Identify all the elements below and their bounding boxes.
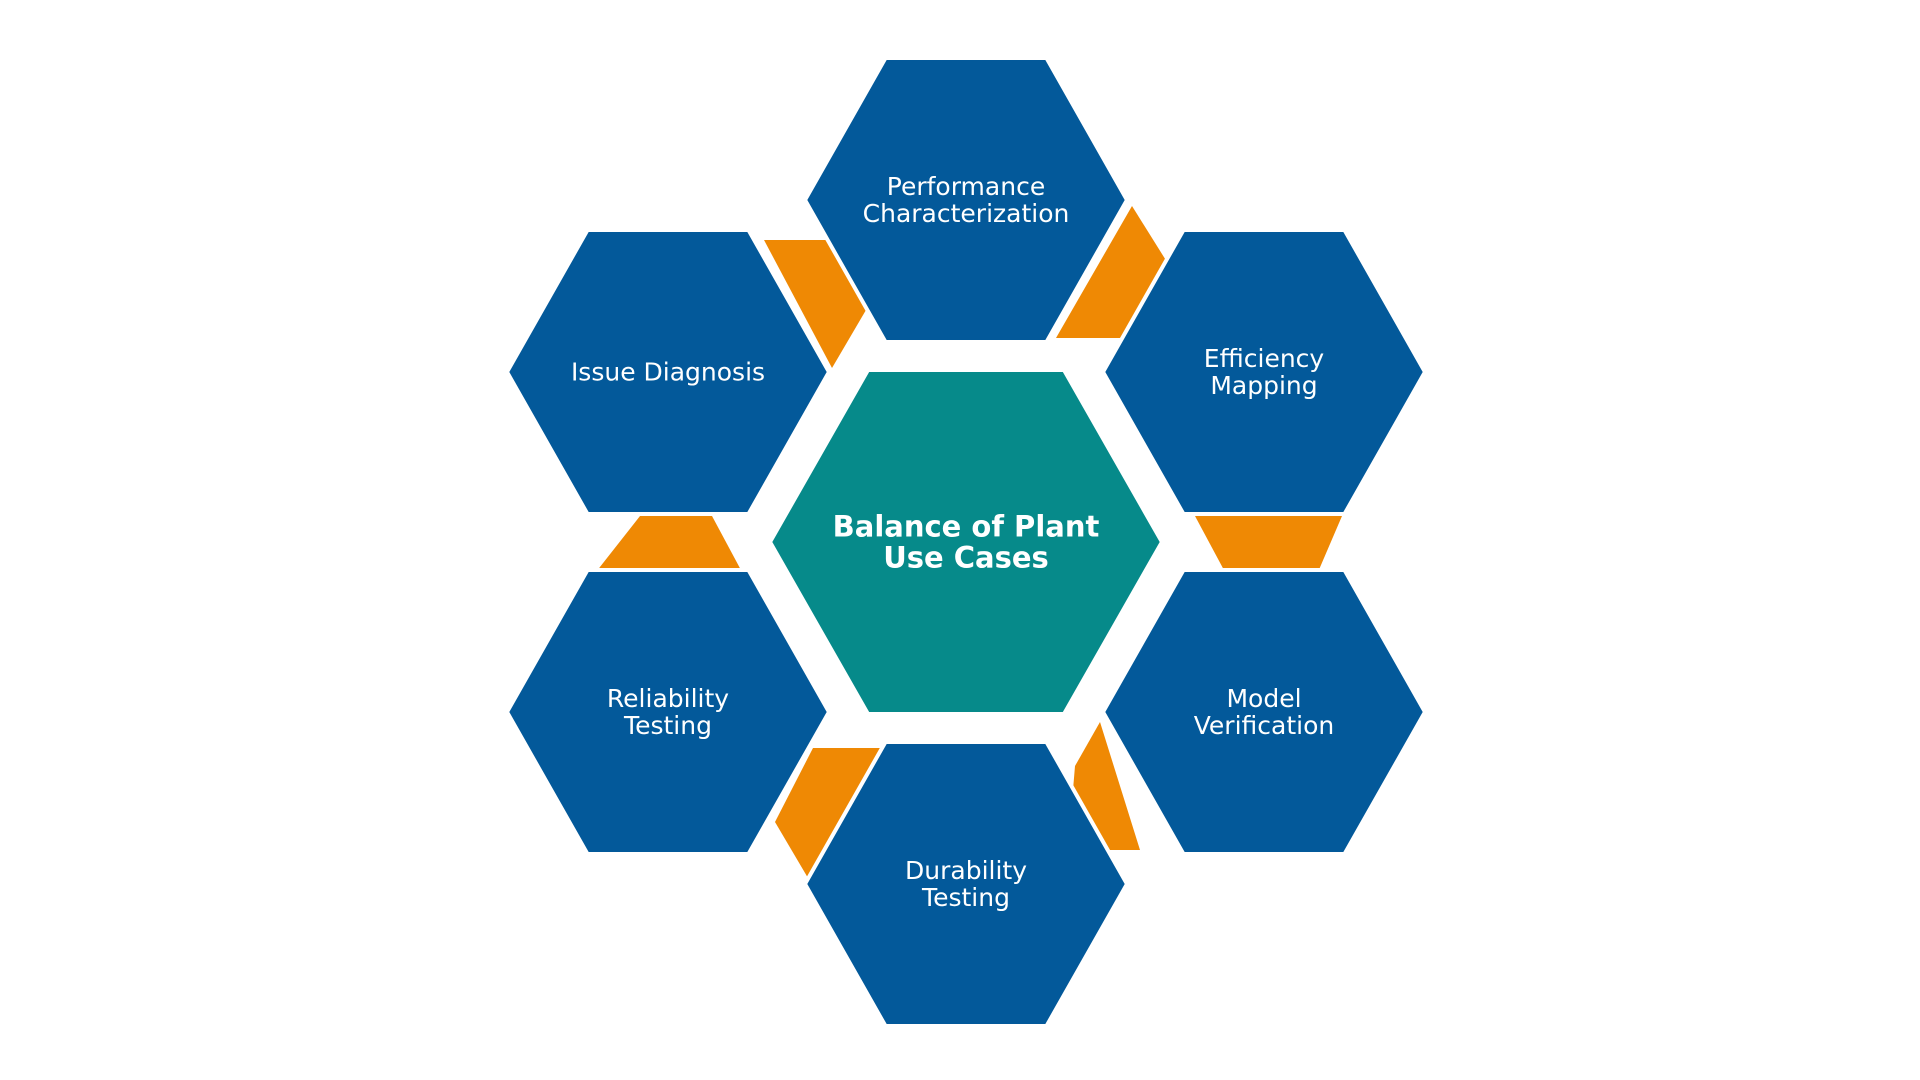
hexagon-label-performance-characterization-line-1: Performance [887, 172, 1045, 201]
connector-reliability-to-issue [596, 516, 742, 572]
hexagon-label-performance-characterization-line-2: Characterization [863, 199, 1070, 228]
connector-issue-to-performance [764, 240, 866, 368]
hexagon-label-durability-testing-line-1: Durability [905, 856, 1027, 885]
hexagon-label-reliability-testing-line-1: Reliability [607, 684, 729, 713]
hexagon-shape-model-verification [1100, 568, 1428, 856]
hexagon-label-model-verification-line-2: Verification [1194, 711, 1334, 740]
hexagon-shape-efficiency-mapping [1100, 228, 1428, 516]
connector-efficiency-to-model [1195, 516, 1342, 572]
hexagon-issue-diagnosis: Issue Diagnosis [504, 228, 832, 516]
hexagon-label-model-verification-line-1: Model [1226, 684, 1301, 713]
nodes-layer: PerformanceCharacterizationEfficiencyMap… [504, 56, 1428, 1028]
connector-durability-to-reliability [775, 748, 883, 878]
center-hexagon-shape [767, 368, 1165, 716]
hexagon-shape-issue-diagnosis [504, 228, 832, 516]
hexagon-label-durability-testing-line-2: Testing [921, 883, 1010, 912]
hexagon-shape-performance-characterization [802, 56, 1130, 344]
hexagon-label-efficiency-mapping-line-1: Efficiency [1204, 344, 1325, 373]
hexagon-label-efficiency-mapping-line-2: Mapping [1210, 371, 1317, 400]
center-title-line-2: Use Cases [883, 541, 1049, 575]
hexagon-shape-reliability-testing [504, 568, 832, 856]
hexagon-label-issue-diagnosis-line-1: Issue Diagnosis [571, 358, 765, 387]
center-title-line-1: Balance of Plant [833, 510, 1100, 544]
hexagon-label-reliability-testing-line-2: Testing [623, 711, 712, 740]
hexagon-shape-durability-testing [802, 740, 1130, 1028]
